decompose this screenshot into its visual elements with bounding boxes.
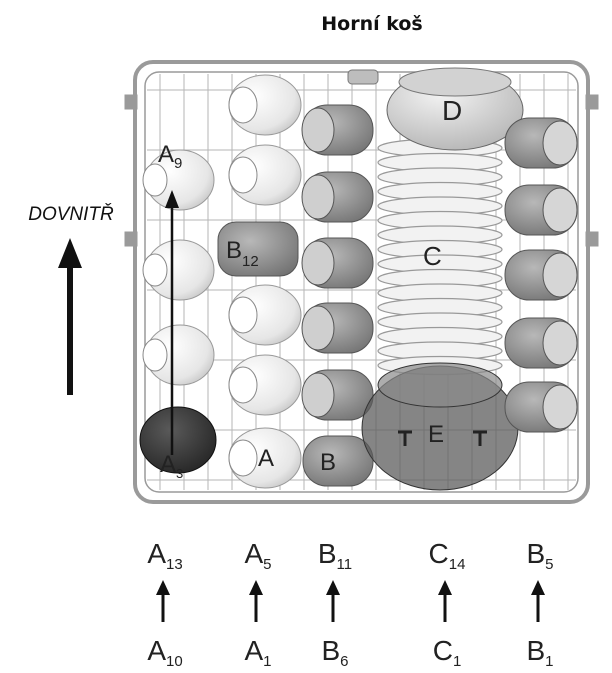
second-cup-column [217,74,302,489]
column-end-label: B1 [526,635,553,670]
glass-base [301,174,335,220]
label-e: E [428,421,444,448]
bowl-e [361,362,519,491]
up-arrow-icon [249,580,263,595]
glass-base [301,305,335,351]
glass-base [301,372,335,418]
label-d: D [442,95,462,126]
column-start-label: B5 [526,538,553,573]
label-a: A [258,445,274,472]
label-a3: A3 [160,451,183,481]
glass-base [301,240,335,286]
rack-clip-left-top [124,94,138,110]
up-arrow-icon [156,580,170,595]
cup-opening [228,439,258,477]
diagram-title: Horní koš [321,13,422,35]
column-start-label: A13 [147,538,182,573]
rack-clip-left-bottom [124,231,138,247]
bowl-foot [398,430,487,446]
column-start-label: A5 [244,538,271,573]
glass-column-right [504,117,578,433]
glass-base [542,120,578,166]
glass-base [301,107,335,153]
dark-cup [139,406,217,474]
glass [302,435,374,487]
label-b12: B12 [226,237,259,270]
column-end-label: A1 [244,635,271,670]
column-start-label: B11 [318,538,352,573]
label-b: B [320,449,336,476]
direction-label: DOVNITŘ [28,203,114,225]
rack-handle [347,69,379,85]
column-end-label: C1 [433,635,462,670]
rack-frame [133,60,590,504]
bowl-d [347,67,524,151]
up-arrow-icon [326,580,340,595]
cup-opening [142,338,168,372]
cup-opening [142,163,168,197]
glass-base [542,252,578,298]
rack-clip-right-top [585,94,599,110]
cup-opening [228,86,258,124]
left-cup-column [139,149,217,474]
glass-base [542,384,578,430]
up-arrow-icon [438,580,452,595]
large-cup-b12 [217,221,299,277]
up-arrow-icon [531,580,545,595]
bowl-rim [377,362,503,408]
column-end-label: A10 [147,635,182,670]
up-arrow-icon [165,190,179,208]
glass-base [542,187,578,233]
cup-opening [228,296,258,334]
column-start-label: C14 [429,538,466,573]
cup-opening [142,253,168,287]
basket-labels: A9 A3 B12 A B C D E [158,95,462,481]
bowl-rim [398,67,512,97]
direction-indicator: DOVNITŘ [28,203,114,395]
glass-column-left [301,104,374,487]
column-end-label: B6 [321,635,348,670]
glass-base [542,320,578,366]
rack-clip-right-bottom [585,231,599,247]
up-arrow-icon [58,238,82,268]
cup-opening [228,366,258,404]
label-c: C [423,241,442,271]
label-a9: A9 [158,141,182,172]
cup-opening [228,156,258,194]
